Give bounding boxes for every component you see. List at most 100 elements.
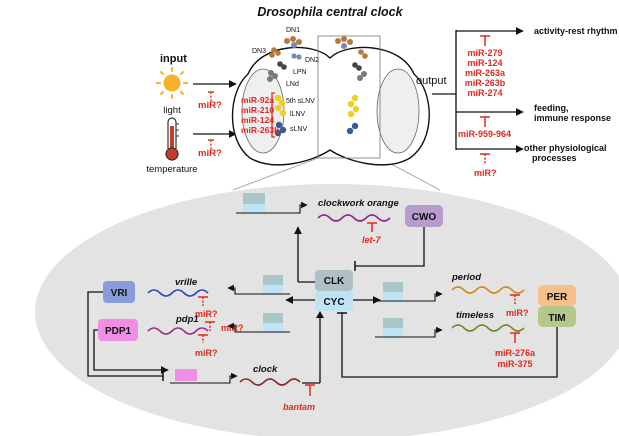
vri-promoter-box-2	[263, 285, 283, 294]
feeding-label-2: immune response	[534, 113, 611, 123]
vrille-mir-label: miR?	[195, 309, 218, 319]
timeless-mirna-inhibition	[510, 332, 520, 343]
activity-mirna-2: miR-124	[467, 58, 502, 68]
let7-label: let-7	[362, 235, 382, 245]
light-label: light	[163, 105, 181, 116]
sun-icon	[156, 67, 188, 99]
per-promoter-box-1	[383, 282, 403, 292]
cwo-gene-label: clockwork orange	[318, 198, 399, 209]
brain-mirna-3: miR-124	[241, 115, 274, 125]
cyc-box	[315, 291, 353, 311]
clock-gene-label: clock	[253, 364, 278, 375]
dn2-label: DN2	[305, 57, 319, 64]
cwo-gene-line	[236, 201, 308, 214]
cwo-box	[405, 205, 443, 227]
activity-mirna-3: miR-263a	[465, 68, 506, 78]
pdp1-gene-line	[227, 322, 290, 333]
vri-label: VRI	[111, 288, 128, 299]
llnv-label: lLNV	[290, 111, 306, 118]
feeding-mirna-label: miR-959-964	[458, 129, 511, 139]
lnd-label: LNd	[286, 81, 299, 88]
temperature-mir-inhibition	[208, 139, 214, 149]
dn1-neurons	[284, 36, 302, 48]
zoom-line-left	[232, 157, 319, 191]
period-mrna	[451, 286, 525, 294]
pdp1-activation-line	[93, 329, 169, 374]
per-box	[538, 285, 576, 306]
timeless-mrna	[451, 324, 525, 332]
lnd-neurons	[267, 70, 278, 82]
thermometer-icon	[165, 117, 179, 161]
light-mir-inhibition	[208, 91, 214, 101]
pdp1-box	[98, 319, 138, 341]
brain-mirna-2: miR-210	[241, 105, 274, 115]
activity-mirna-list: miR-279 miR-124 miR-263a miR-263b miR-27…	[465, 48, 506, 98]
timeless-mirna-2: miR-375	[497, 359, 532, 369]
dn3-neurons	[269, 47, 281, 58]
cwo-label: CWO	[412, 212, 437, 223]
per-gene-line	[375, 290, 443, 302]
pdp1-promoter-box-1	[263, 313, 283, 323]
pdp1-mir-inhibition-b	[205, 321, 215, 331]
activity-mirna-5: miR-274	[467, 88, 502, 98]
vrille-mrna	[147, 289, 209, 297]
vrille-mir-inhibition	[198, 296, 208, 306]
period-gene-label: period	[451, 272, 481, 283]
tim-gene-line	[375, 326, 443, 338]
clk-label: CLK	[324, 276, 345, 287]
other-mir-label: miR?	[474, 168, 497, 178]
activity-mirna-1: miR-279	[467, 48, 502, 58]
cwo-mrna	[317, 214, 391, 222]
lpn-label: LPN	[293, 69, 307, 76]
pdp1-label: PDP1	[105, 326, 132, 337]
brain-mirna-list: miR-92a miR-210 miR-124 miR-263b	[241, 95, 279, 135]
dn1-label: DN1	[286, 27, 300, 34]
neurons-right	[335, 36, 368, 135]
feeding-mirna-inhibition	[480, 116, 490, 127]
clock-to-clk-arrowhead	[316, 311, 324, 318]
per-tim-repression-line	[341, 313, 558, 378]
fly-brain	[231, 35, 430, 166]
per-promoter-box-2	[383, 292, 403, 301]
vri-repression-line	[87, 291, 163, 377]
vrille-gene-label: vrille	[175, 277, 198, 288]
period-mir-inhibition	[510, 294, 520, 304]
bantam-inhibition	[305, 384, 315, 396]
brain-mirna-4: miR-263b	[241, 125, 279, 135]
clock-promoter-box	[175, 369, 197, 381]
clock-gene-line	[170, 372, 238, 384]
pdp1-mir-inhibition-a	[198, 334, 208, 343]
tim-label: TIM	[548, 313, 565, 324]
temperature-mir-label: miR?	[198, 148, 222, 159]
lnv-neurons-left	[274, 94, 287, 137]
vri-box	[103, 281, 135, 303]
other-label-2: processes	[532, 153, 577, 163]
feeding-label-1: feeding,	[534, 103, 569, 113]
pdp1-mrna	[147, 327, 209, 335]
input-label: input	[160, 53, 187, 65]
brain-mirna-bracket	[271, 92, 275, 138]
timeless-mirna-1: miR-276a	[495, 348, 536, 358]
per-label: PER	[547, 292, 568, 303]
activity-label: activity-rest rhythm	[534, 26, 618, 36]
dn3-label: DN3	[252, 48, 266, 55]
slnv-label: sLNV	[290, 126, 307, 133]
vri-gene-line	[227, 284, 290, 295]
tim-promoter-box-1	[383, 318, 403, 328]
other-label-1: other physiological	[524, 143, 607, 153]
light-mir-label: miR?	[198, 100, 222, 111]
other-mir-inhibition	[480, 153, 490, 164]
pdp1-mir-label-bottom: miR?	[195, 348, 218, 358]
timeless-gene-label: timeless	[456, 310, 494, 321]
pdp1-promoter-box-2	[263, 323, 283, 332]
lpn-neurons	[277, 61, 287, 70]
fifth-slnv-label: 5th sLNV	[286, 98, 315, 105]
cwo-promoter-box-1	[243, 193, 265, 204]
cyc-label: CYC	[323, 297, 344, 308]
clk-box	[315, 270, 353, 291]
activity-mirna-4: miR-263b	[465, 78, 506, 88]
activity-mirna-inhibition	[480, 35, 490, 46]
tim-box	[538, 306, 576, 327]
clock-mrna	[239, 378, 301, 386]
